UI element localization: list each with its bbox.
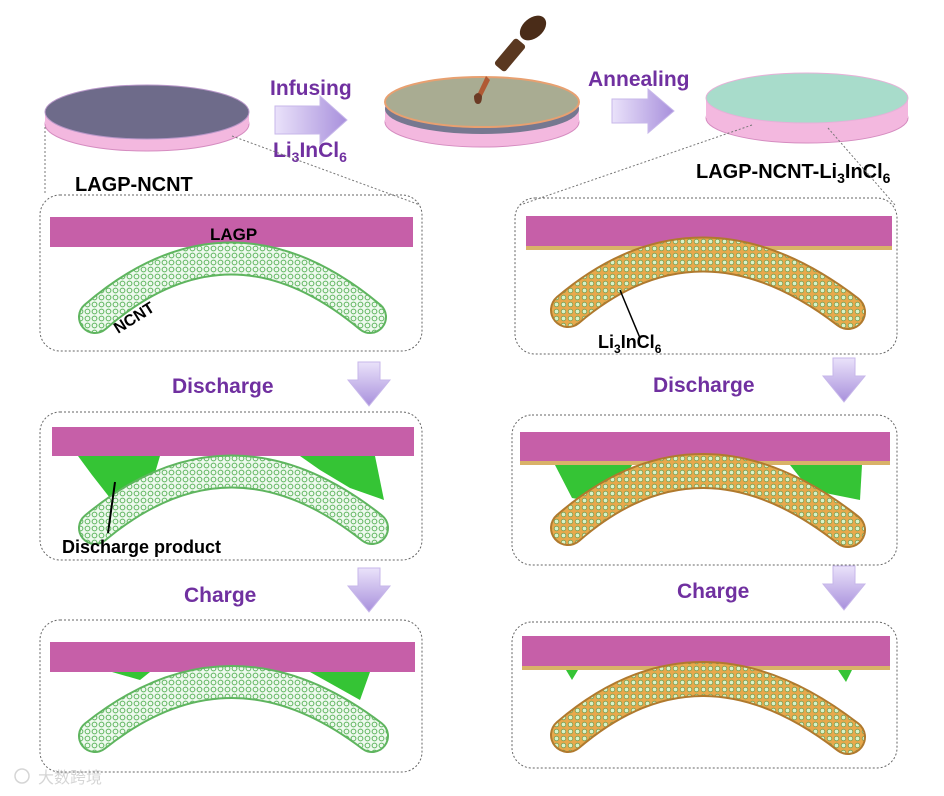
lagp-slab bbox=[52, 427, 414, 456]
down-arrow-icon bbox=[346, 361, 392, 407]
panel-right-charge bbox=[511, 621, 898, 769]
panel-left-charge bbox=[39, 619, 423, 773]
infusing-material-label: Li3InCl6 bbox=[273, 139, 347, 165]
left-title: LAGP-NCNT bbox=[75, 174, 193, 196]
infusing-label: Infusing bbox=[270, 77, 352, 100]
left-discharge-label: Discharge bbox=[172, 375, 274, 398]
li3incl6-label: Li3InCl6 bbox=[598, 332, 662, 356]
lagp-label: LAGP bbox=[210, 225, 257, 244]
left-charge-label: Charge bbox=[184, 584, 256, 607]
disc-infused bbox=[384, 76, 580, 148]
panel-left-initial bbox=[39, 194, 423, 352]
watermark-logo-icon bbox=[14, 768, 30, 784]
dropper-icon bbox=[474, 15, 547, 104]
down-arrow-icon bbox=[821, 565, 867, 611]
right-title: LAGP-NCNT-Li3InCl6 bbox=[696, 161, 891, 186]
discharge-product bbox=[790, 465, 862, 500]
zoom-line bbox=[231, 135, 421, 206]
lagp-slab bbox=[522, 636, 890, 666]
panel-left-discharge bbox=[39, 411, 423, 561]
disc-lagp-ncnt-li3incl6 bbox=[705, 72, 909, 144]
product-pointer bbox=[107, 481, 116, 534]
residual-product bbox=[310, 672, 370, 700]
residual-product bbox=[566, 670, 578, 680]
annealing-arrow-icon bbox=[611, 87, 675, 135]
down-arrow-icon bbox=[821, 357, 867, 403]
annealing-label: Annealing bbox=[588, 68, 690, 91]
disc-lagp-ncnt bbox=[44, 84, 250, 152]
zoom-line bbox=[827, 127, 896, 206]
coating-pointer bbox=[619, 289, 641, 339]
panel-right-initial bbox=[514, 197, 898, 355]
watermark: 大数跨境 bbox=[14, 768, 102, 787]
residual-product bbox=[838, 670, 852, 682]
watermark-text: 大数跨境 bbox=[38, 768, 102, 787]
zoom-line bbox=[519, 124, 753, 206]
discharge-product bbox=[300, 456, 384, 500]
residual-product bbox=[112, 672, 150, 680]
discharge-product-label: Discharge product bbox=[62, 537, 221, 557]
panel-right-discharge bbox=[511, 414, 898, 566]
down-arrow-icon bbox=[346, 567, 392, 613]
right-discharge-label: Discharge bbox=[653, 374, 755, 397]
right-charge-label: Charge bbox=[677, 580, 749, 603]
infusing-arrow-icon bbox=[274, 94, 348, 146]
